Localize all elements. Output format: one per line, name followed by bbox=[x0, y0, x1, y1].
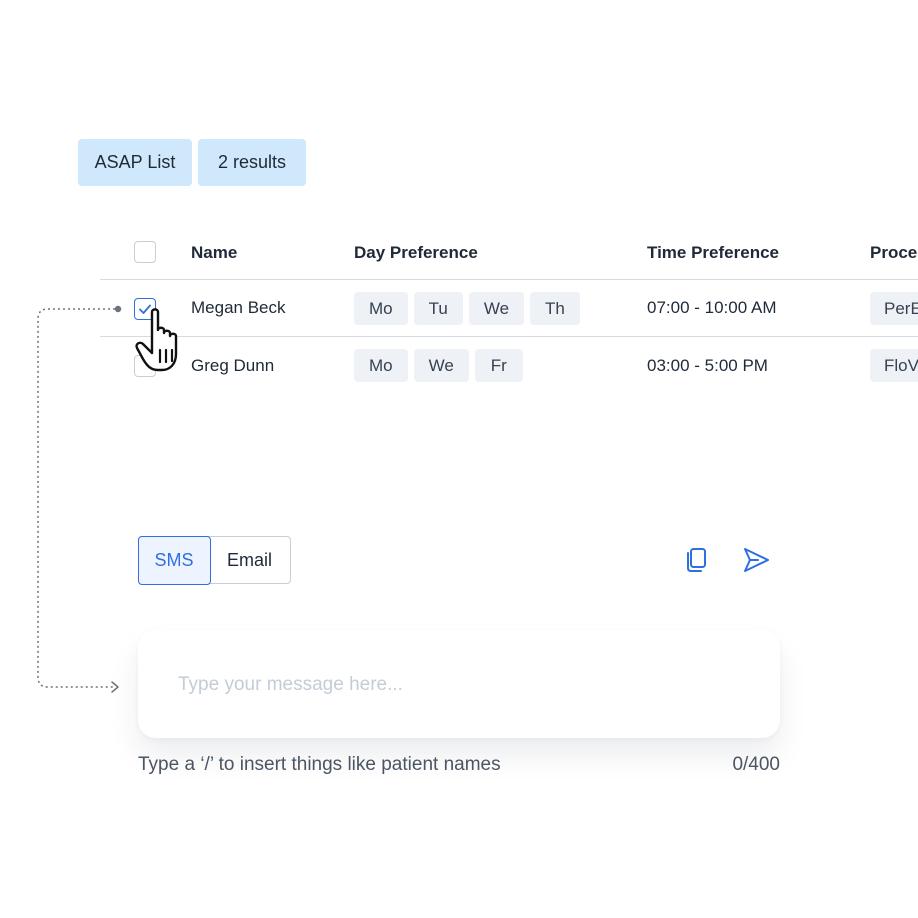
send-button[interactable] bbox=[741, 545, 771, 575]
send-icon bbox=[744, 548, 769, 572]
results-count-chip: 2 results bbox=[198, 139, 306, 186]
asap-table: Name Day Preference Time Preference Proc… bbox=[100, 225, 918, 395]
column-header-procedure[interactable]: Procedure bbox=[870, 243, 918, 262]
day-chip: Tu bbox=[413, 292, 463, 325]
character-counter: 0/400 bbox=[732, 754, 780, 775]
day-chip: Mo bbox=[354, 292, 408, 325]
column-header-name[interactable]: Name bbox=[191, 243, 238, 262]
row-checkbox[interactable] bbox=[134, 355, 156, 377]
day-chip: We bbox=[413, 349, 469, 382]
column-header-day-preference[interactable]: Day Preference bbox=[354, 243, 478, 262]
procedure-chip: FloV bbox=[870, 349, 918, 382]
channel-toggle: SMS Email bbox=[137, 535, 291, 585]
row-checkbox[interactable] bbox=[134, 298, 156, 320]
message-box bbox=[138, 630, 780, 738]
table-row[interactable]: Greg Dunn Mo We Fr 03:00 - 5:00 PM FloV bbox=[100, 337, 918, 394]
day-chip: We bbox=[468, 292, 525, 325]
check-icon bbox=[139, 304, 151, 314]
table-header: Name Day Preference Time Preference Proc… bbox=[100, 225, 918, 280]
patient-name: Megan Beck bbox=[191, 298, 286, 317]
column-header-time-preference[interactable]: Time Preference bbox=[647, 243, 779, 262]
day-preference-list: Mo We Fr bbox=[354, 349, 523, 382]
table-row[interactable]: Megan Beck Mo Tu We Th 07:00 - 10:00 AM … bbox=[100, 280, 918, 337]
email-tab[interactable]: Email bbox=[226, 549, 272, 570]
patient-name: Greg Dunn bbox=[191, 355, 275, 375]
asap-list-chip[interactable]: ASAP List bbox=[78, 139, 192, 186]
day-chip: Fr bbox=[474, 349, 523, 382]
procedure-chip: PerE bbox=[870, 292, 918, 325]
sms-tab[interactable]: SMS bbox=[137, 535, 211, 585]
select-all-checkbox[interactable] bbox=[134, 241, 156, 263]
day-chip: Th bbox=[530, 292, 580, 325]
copy-button[interactable] bbox=[681, 545, 711, 575]
day-preference-list: Mo Tu We Th bbox=[354, 292, 580, 325]
day-chip: Mo bbox=[354, 349, 408, 382]
time-preference: 03:00 - 5:00 PM bbox=[647, 355, 768, 375]
insert-hint: Type a ‘/’ to insert things like patient… bbox=[138, 754, 501, 775]
time-preference: 07:00 - 10:00 AM bbox=[647, 298, 777, 317]
copy-icon bbox=[687, 548, 706, 572]
message-input[interactable] bbox=[178, 670, 738, 700]
